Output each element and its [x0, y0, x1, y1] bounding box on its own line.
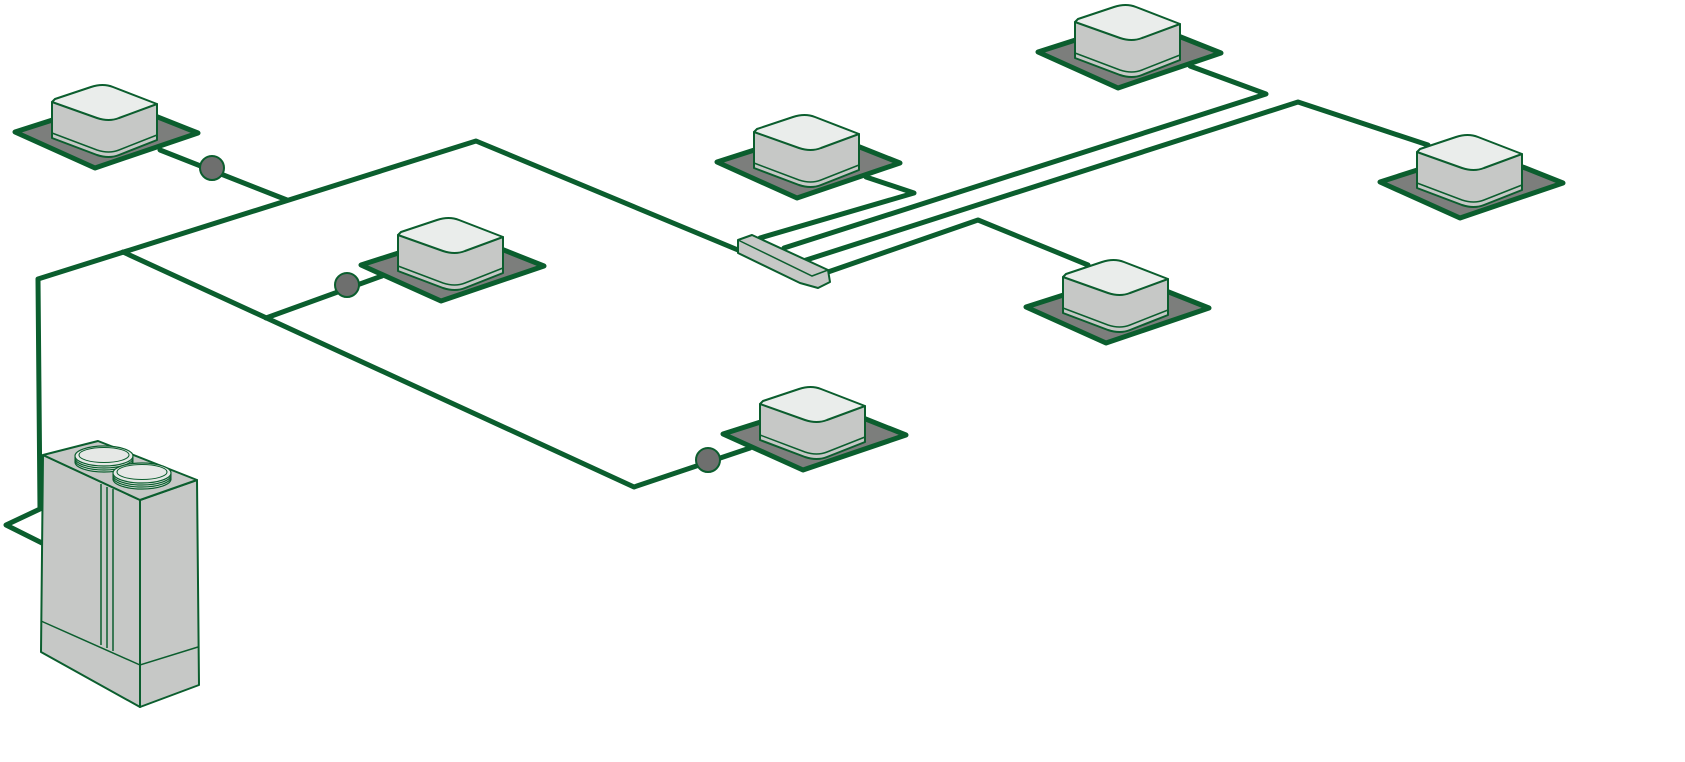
pipe-segment-7 [797, 99, 1431, 265]
pipe-segment-8 [825, 217, 1091, 275]
header-edge [737, 239, 829, 277]
outdoor-base-band [40, 620, 199, 666]
unit-top [1062, 259, 1169, 296]
unit-lip [753, 162, 860, 183]
ceiling-cassette-icon [714, 114, 903, 201]
ceiling-cassette-icon [1377, 134, 1566, 221]
unit-top [759, 386, 866, 423]
branch-joint-icon [334, 272, 360, 298]
branch-joints [199, 155, 721, 473]
indoor-units [12, 4, 1566, 473]
ceiling-cassette-icon [720, 386, 909, 473]
unit-top [1074, 4, 1181, 41]
ceiling-cassette-icon [358, 217, 547, 304]
outdoor-fan-icon [112, 462, 172, 490]
ceiling-cassette-icon [12, 84, 201, 171]
ceiling-cassette-icon [1023, 259, 1212, 346]
unit-lip [1416, 182, 1523, 203]
fan-grille [116, 464, 168, 480]
fan-grille [78, 447, 130, 463]
unit-lip [1074, 52, 1181, 73]
unit-top [397, 217, 504, 254]
pipe-segment-1 [3, 138, 741, 546]
unit-lip [1062, 307, 1169, 328]
unit-lip [51, 132, 158, 153]
outdoor-condenser-icon [40, 440, 200, 708]
refrigerant-header-icon [737, 234, 831, 289]
unit-top [51, 84, 158, 121]
ceiling-cassette-icon [1035, 4, 1224, 91]
refrigerant-header [737, 234, 831, 289]
unit-top [1416, 134, 1523, 171]
outdoor-right-face [139, 479, 200, 708]
pipe-segment-5 [757, 174, 917, 241]
pipe-segment-3 [157, 147, 290, 203]
outdoor-unit [40, 440, 200, 708]
branch-joint-icon [199, 155, 225, 181]
branch-joint-icon [695, 447, 721, 473]
pipe-segment-6 [781, 63, 1269, 251]
unit-lip [759, 434, 866, 455]
unit-lip [397, 265, 504, 286]
pipe-segment-4 [263, 273, 385, 321]
unit-top [753, 114, 860, 151]
